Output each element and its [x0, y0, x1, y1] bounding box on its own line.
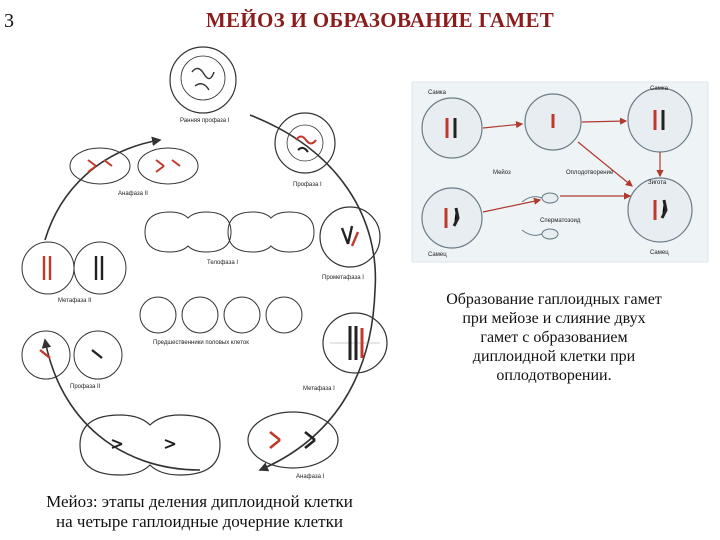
- cell-germ-precursors: [139, 296, 303, 334]
- slide-number: 3: [4, 10, 14, 32]
- cell-prometaphase-1: [319, 206, 381, 268]
- meiosis-caption: Мейоз: этапы деления диплоидной клетки н…: [22, 492, 377, 532]
- cell-anaphase-2: [69, 147, 199, 185]
- meiosis-caption-line1: Мейоз: этапы деления диплоидной клетки: [46, 492, 353, 511]
- label-meiosis: Мейоз: [493, 169, 511, 176]
- label-male-right: Самец: [650, 250, 669, 256]
- label-anaphase-2: Анафаза II: [118, 191, 148, 197]
- cell-metaphase-2: [21, 241, 127, 295]
- label-male-bottom: Самец: [428, 252, 447, 258]
- cell-early-prophase-1: [169, 46, 237, 114]
- label-metaphase-1: Метафаза I: [303, 386, 335, 392]
- cell-telophase-1-bottom: [79, 414, 221, 476]
- meiosis-cycle: [21, 46, 388, 476]
- fertilization-caption: Образование гаплоидных гамет при мейозе …: [424, 290, 684, 385]
- label-prometaphase-1: Прометафаза I: [322, 275, 364, 281]
- fertilization-caption-line4: диплоидной клетки при: [472, 348, 636, 365]
- cell-telophase-1-middle: [144, 211, 315, 253]
- female-offspring-cell: [627, 87, 693, 153]
- label-female-right: Самка: [650, 86, 669, 92]
- fertilization-caption-line5: оплодотворении.: [496, 367, 612, 384]
- fertilization-caption-line2: при мейозе и слияние двух: [462, 310, 646, 327]
- slide-title: МЕЙОЗ И ОБРАЗОВАНИЕ ГАМЕТ: [205, 8, 555, 32]
- fertilization-diagram: Самка Мейоз Оплодотворение Самец Спермат…: [411, 81, 709, 263]
- label-sperm: Сперматозоид: [540, 218, 581, 224]
- cell-prophase-2: [21, 330, 123, 380]
- cell-metaphase-1: [322, 312, 388, 374]
- cell-anaphase-1: [247, 411, 339, 469]
- label-prophase-1: Профаза I: [293, 182, 322, 188]
- fertilization-caption-line3: гамет с образованием: [480, 329, 628, 346]
- cycle-stage-labels: Ранняя профаза I Профаза I Прометафаза I…: [58, 118, 364, 480]
- label-prophase-2: Профаза II: [70, 384, 101, 390]
- zygote-cell: [627, 177, 693, 243]
- label-anaphase-1: Анафаза I: [296, 474, 325, 480]
- label-germ-precursors: Предшественники половых клеток: [153, 340, 249, 346]
- male-cell-bottom: [421, 187, 483, 249]
- label-early-prophase-1: Ранняя профаза I: [180, 118, 230, 124]
- label-telophase-1: Телофаза I: [207, 260, 238, 266]
- label-zygote: Зигота: [648, 180, 667, 186]
- meiosis-caption-line2: на четыре гаплоидные дочерние клетки: [56, 512, 343, 531]
- label-female-top: Самка: [428, 90, 447, 96]
- female-cell-top: [421, 97, 483, 159]
- label-metaphase-2: Метафаза II: [58, 298, 92, 304]
- sperm-cells: [521, 192, 559, 240]
- label-fertilization: Оплодотворение: [566, 170, 614, 176]
- fertilization-caption-line1: Образование гаплоидных гамет: [446, 291, 662, 308]
- egg-cell: [524, 93, 582, 151]
- cell-prophase-1: [274, 112, 336, 174]
